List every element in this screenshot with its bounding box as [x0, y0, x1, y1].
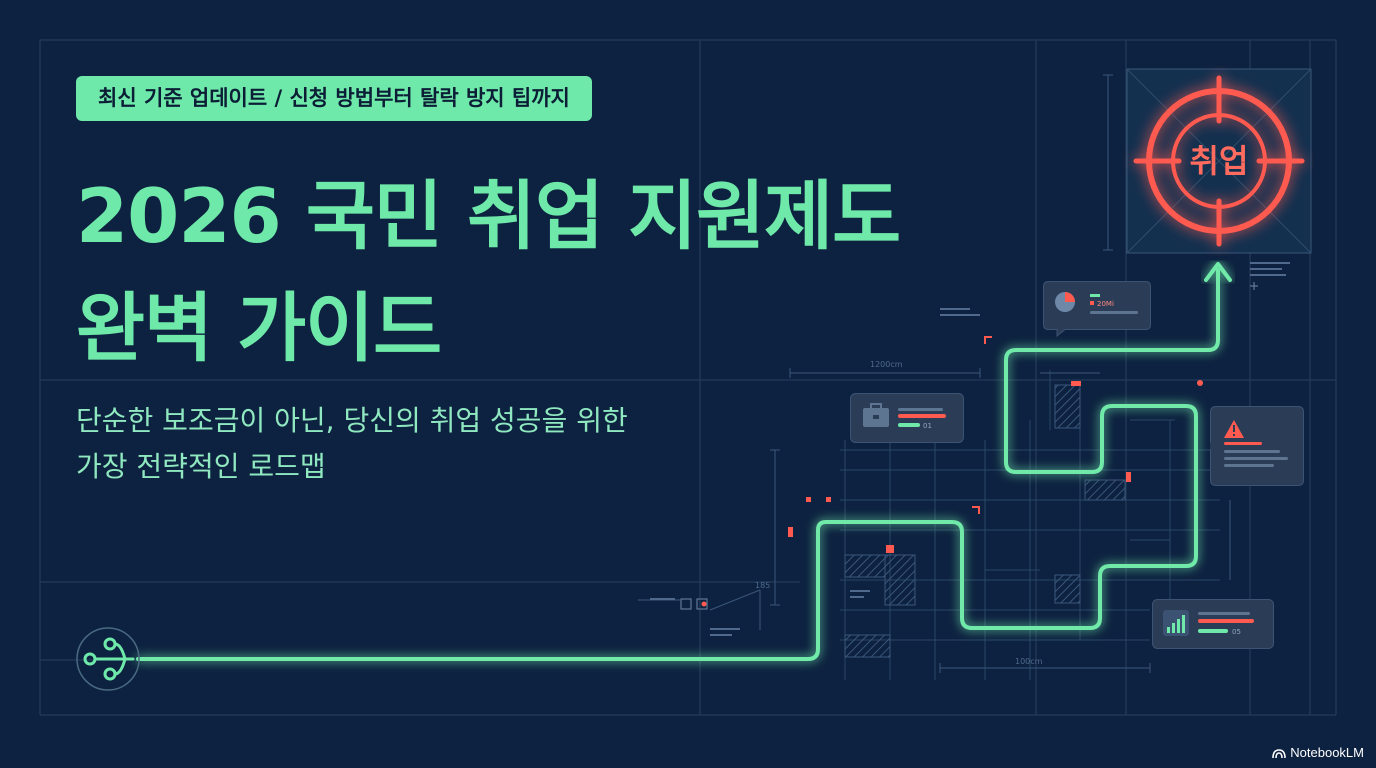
dim-label-left: 185 — [755, 581, 770, 590]
bar-chart-icon — [1163, 610, 1189, 636]
card-value-20mi: 20Mi — [1097, 300, 1114, 308]
subtitle-line-2: 가장 전략적인 로드맵 — [76, 450, 326, 483]
card-value-01: 01 — [923, 422, 932, 430]
subtitle-line-1: 단순한 보조금이 아닌, 당신의 취업 성공을 위한 — [76, 404, 628, 437]
circuit-node-icon — [76, 627, 140, 691]
watermark-text: NotebookLM — [1290, 745, 1364, 760]
crosshair-target-icon: 취업 — [1126, 68, 1312, 254]
dim-label-bottom: 100cm — [1015, 657, 1043, 666]
warning-card — [1210, 406, 1304, 486]
card-value-05: 05 — [1232, 628, 1241, 636]
briefcase-card: 01 — [850, 393, 964, 443]
target-label: 취업 — [1190, 142, 1249, 180]
title-line-2: 완벽 가이드 — [76, 284, 442, 372]
briefcase-icon — [863, 403, 889, 427]
pie-chart-icon — [1055, 292, 1075, 312]
title-line-1: 2026 국민 취업 지원제도 — [76, 172, 901, 260]
page-title: 2026 국민 취업 지원제도 완벽 가이드 — [76, 160, 901, 384]
page-subtitle: 단순한 보조금이 아닌, 당신의 취업 성공을 위한 가장 전략적인 로드맵 — [76, 398, 628, 490]
notebooklm-logo-icon — [1272, 748, 1287, 758]
pie-chart-card: 20Mi — [1043, 281, 1151, 337]
watermark: NotebookLM — [1272, 745, 1364, 760]
bar-chart-card: 05 — [1152, 599, 1274, 649]
dim-label-top: 1200cm — [870, 360, 903, 369]
warning-icon — [1224, 420, 1244, 438]
update-badge: 최신 기준 업데이트 / 신청 방법부터 탈락 방지 팁까지 — [76, 76, 592, 121]
